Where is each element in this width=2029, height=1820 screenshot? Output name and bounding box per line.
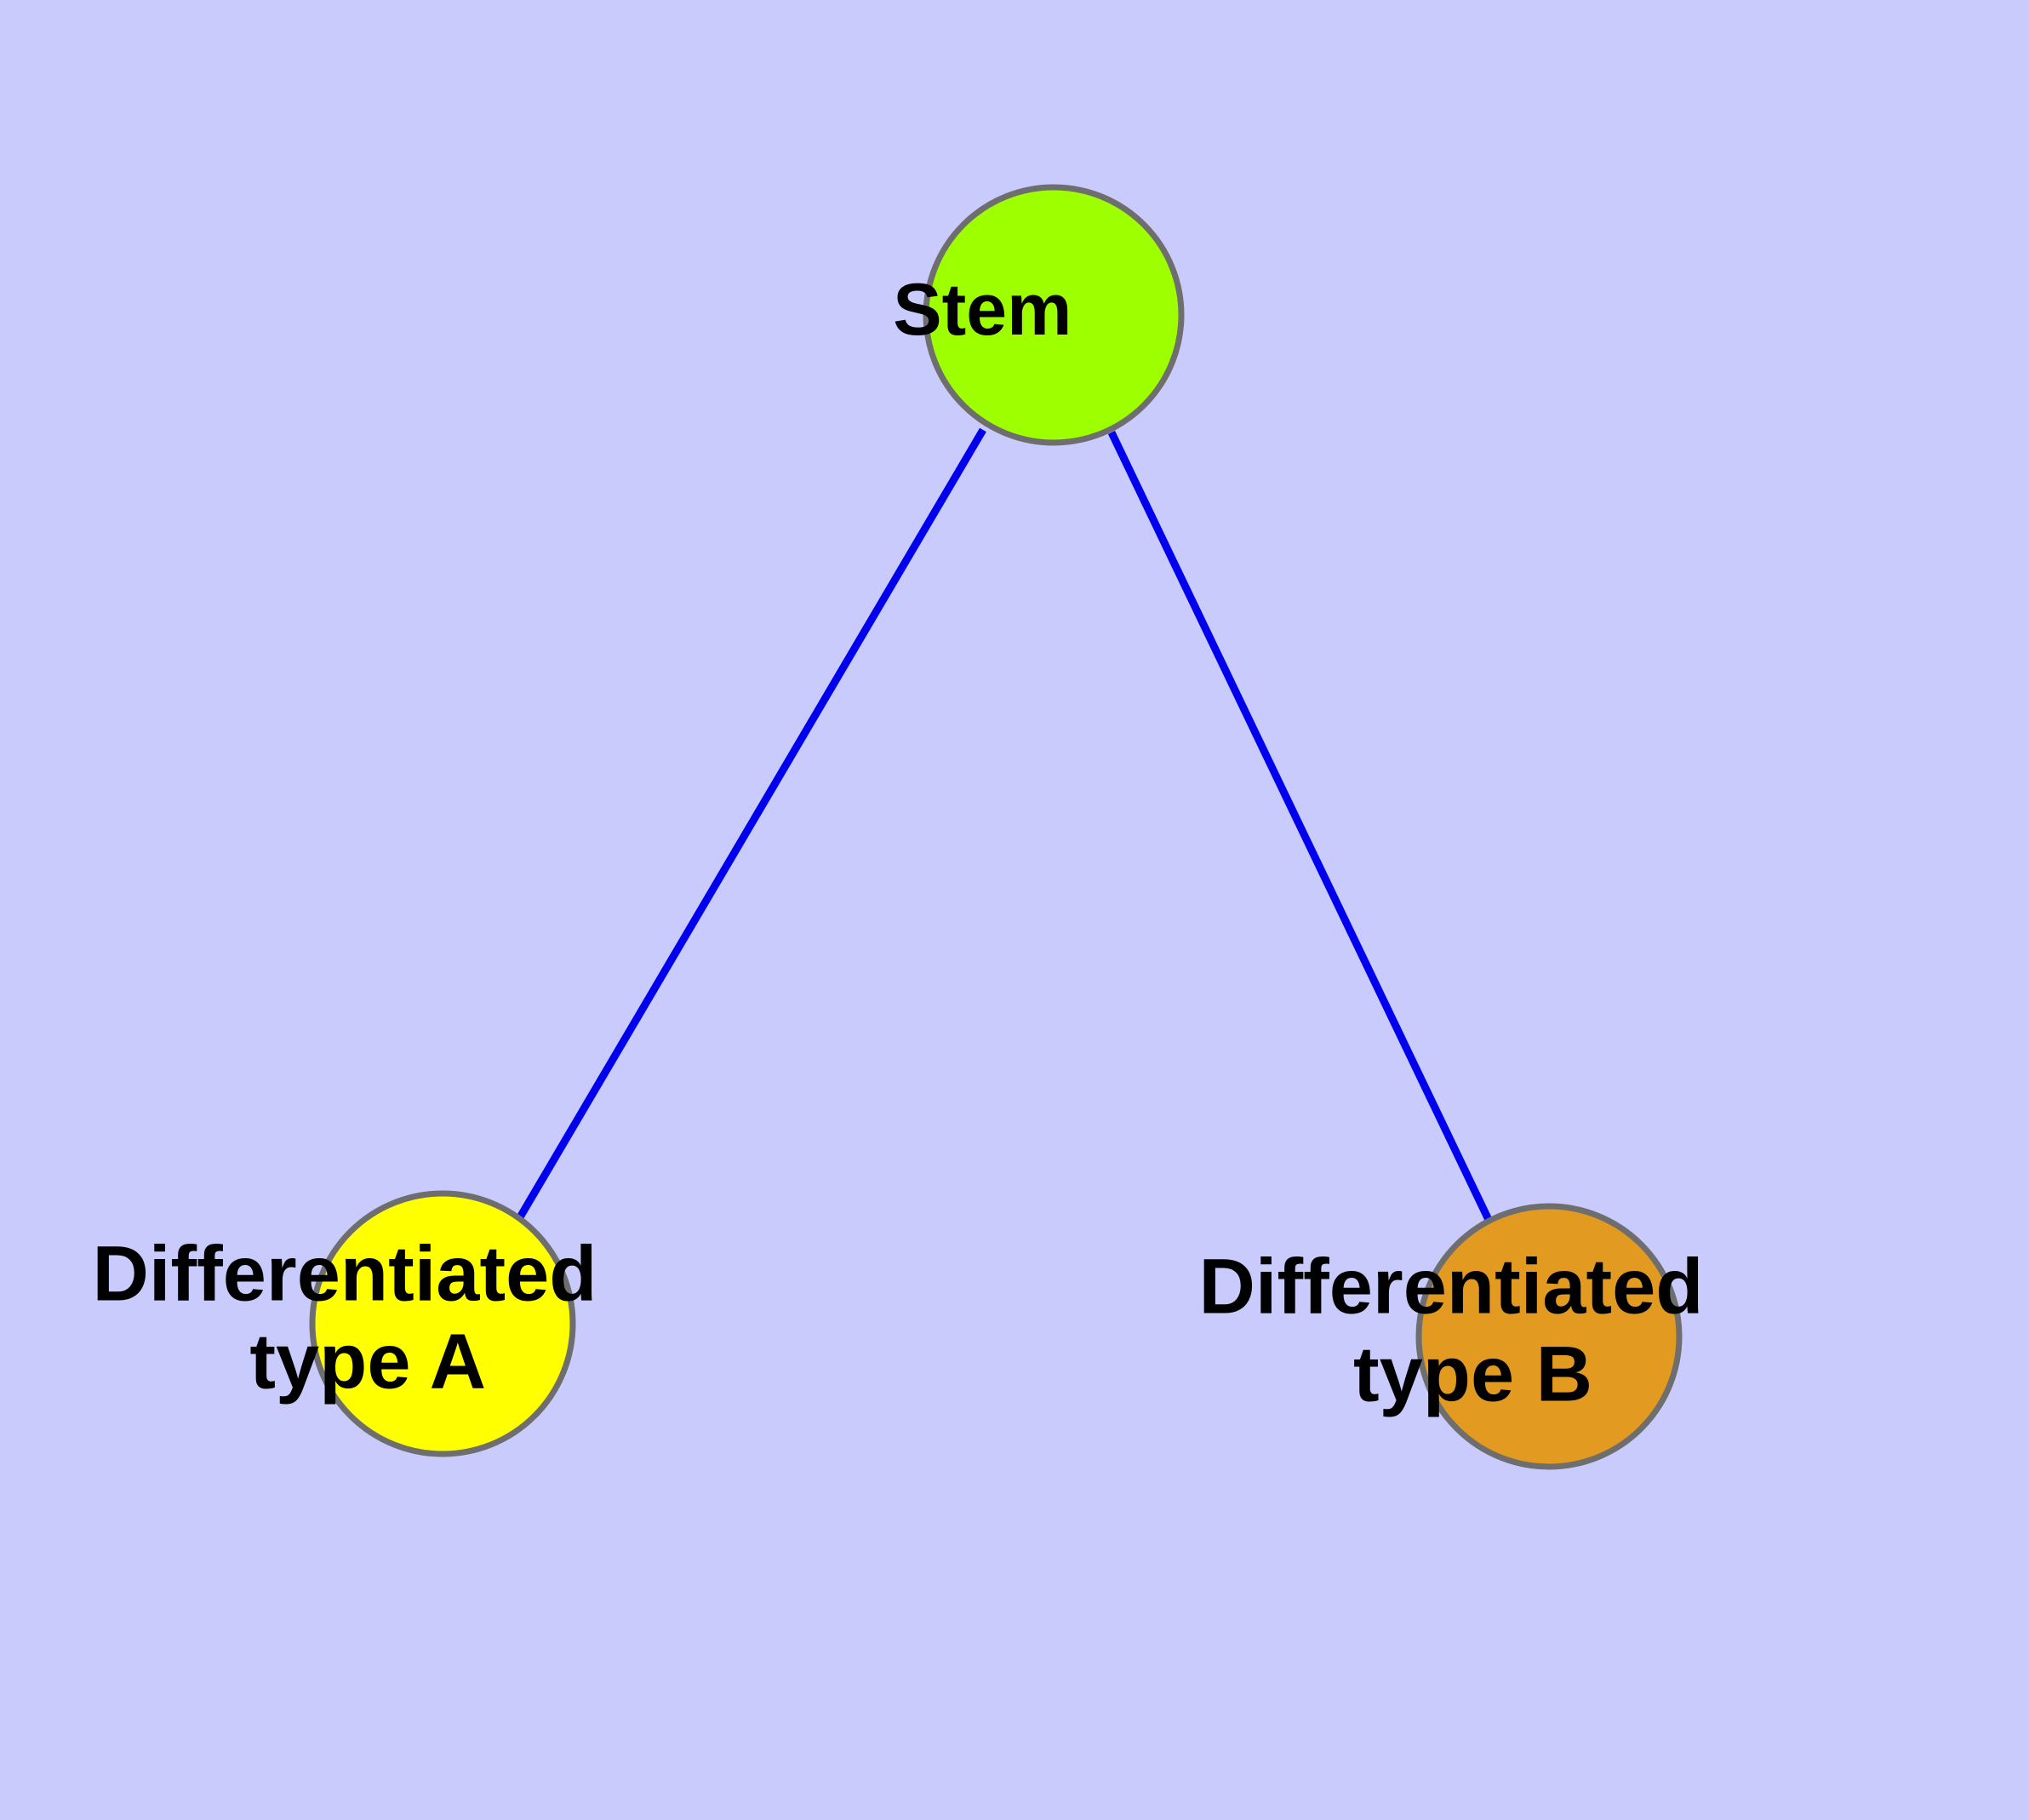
node-differentiated-type-a-circle[interactable] (309, 1190, 576, 1457)
node-differentiated-type-a-label-line-2: type A (249, 1319, 484, 1405)
node-stem[interactable] (923, 184, 1185, 446)
node-differentiated-type-b-circle[interactable] (1415, 1203, 1683, 1470)
edge-stem-to-differentiated-type-a[interactable] (514, 427, 986, 1224)
node-differentiated-type-a-label: Differentiated type A (0, 0, 793, 1405)
node-stem-label-line-1: Stem (893, 269, 1072, 351)
nodes-layer (309, 184, 1683, 1470)
node-differentiated-type-b-label: Differentiated type B (1198, 1244, 1703, 1418)
labels-layer: Stem Differentiated type A Differentiate… (0, 0, 1703, 1418)
edges-layer (514, 427, 1495, 1225)
node-stem-label: Stem (0, 0, 1215, 351)
node-differentiated-type-a-label-line-1: Differentiated (92, 1231, 597, 1318)
node-differentiated-type-a[interactable] (309, 1190, 576, 1457)
edge-stem-to-differentiated-type-b[interactable] (1107, 431, 1495, 1225)
node-differentiated-type-b[interactable] (1415, 1203, 1683, 1470)
node-differentiated-type-b-label-line-1: Differentiated (1198, 1244, 1703, 1331)
node-stem-circle[interactable] (923, 184, 1185, 446)
node-differentiated-type-b-label-line-2: type B (1353, 1331, 1592, 1418)
